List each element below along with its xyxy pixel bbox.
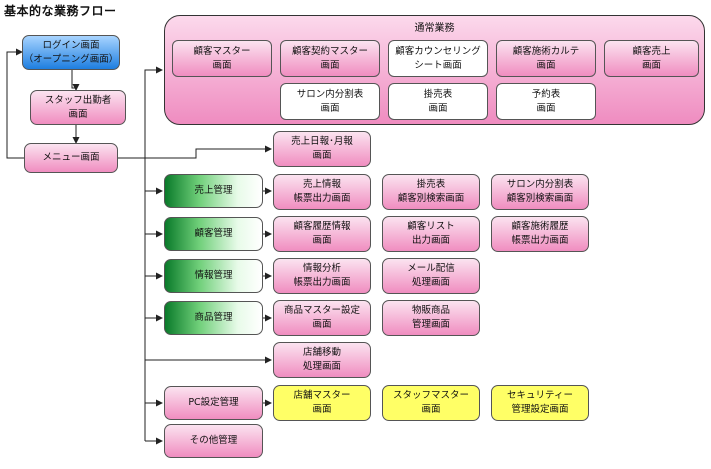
login-screen-box: ログイン画面 （オープニング画面）	[22, 35, 120, 70]
retail-product-management-box: 物販商品 管理画面	[382, 300, 480, 336]
customer-treatment-chart-box: 顧客施術カルテ 画面	[496, 40, 596, 77]
store-transfer-box: 店舗移動 処理画面	[273, 342, 371, 378]
arrow-menu-login	[6, 48, 24, 159]
category-info: 情報管理	[164, 259, 263, 293]
category-pc-settings: PC設定管理	[164, 386, 263, 420]
treatment-history-output-box: 顧客施術履歴 帳票出力画面	[491, 216, 589, 252]
menu-screen-box: メニュー画面	[24, 143, 118, 173]
store-master-box: 店舗マスター 画面	[273, 385, 371, 421]
staff-master-box: スタッフマスター 画面	[382, 385, 480, 421]
arrow-login-staff	[71, 70, 80, 91]
customer-counseling-sheet-box: 顧客カウンセリング シート画面	[388, 40, 488, 77]
reservation-table-box: 予約表 画面	[496, 83, 596, 120]
customer-history-box: 顧客履歴情報 画面	[273, 216, 371, 252]
category-sales: 売上管理	[164, 174, 263, 208]
sales-daily-monthly-box: 売上日報･月報 画面	[273, 131, 371, 167]
arrow-menu-panel	[118, 66, 163, 159]
sales-report-output-box: 売上情報 帳票出力画面	[273, 174, 371, 210]
product-master-setting-box: 商品マスター設定 画面	[273, 300, 371, 336]
staff-attendance-box: スタッフ出勤者 画面	[30, 90, 126, 125]
regular-work-title: 通常業務	[414, 23, 455, 34]
arrow-menu-daily	[145, 145, 272, 159]
category-other: その他管理	[164, 424, 263, 458]
salon-split-search-box: サロン内分割表 顧客別検索画面	[491, 174, 589, 210]
credit-sales-table-box: 掛売表 画面	[388, 83, 488, 120]
category-product: 商品管理	[164, 301, 263, 335]
customer-sales-box: 顧客売上 画面	[604, 40, 699, 77]
customer-contract-master-box: 顧客契約マスター 画面	[280, 40, 380, 77]
category-customer: 顧客管理	[164, 217, 263, 251]
diagram-title: 基本的な業務フロー	[4, 4, 117, 18]
salon-split-table-box: サロン内分割表 画面	[280, 83, 380, 120]
mail-delivery-box: メール配信 処理画面	[382, 258, 480, 294]
security-settings-box: セキュリティー 管理設定画面	[491, 385, 589, 421]
customer-list-output-box: 顧客リスト 出力画面	[382, 216, 480, 252]
info-analysis-output-box: 情報分析 帳票出力画面	[273, 258, 371, 294]
credit-sales-search-box: 掛売表 顧客別検索画面	[382, 174, 480, 210]
customer-master-box: 顧客マスター 画面	[172, 40, 272, 77]
